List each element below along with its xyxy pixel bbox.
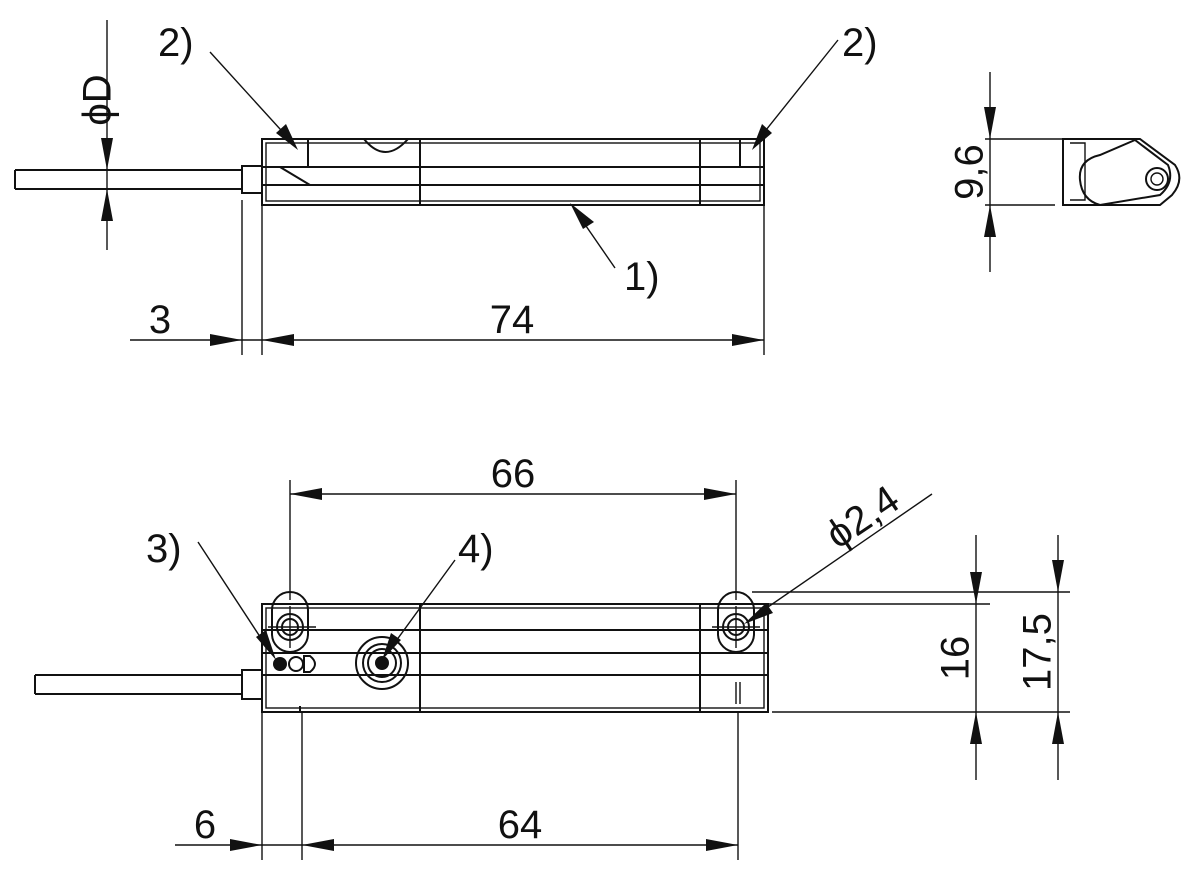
bottom-cable (34, 669, 263, 700)
dimension-16-label: 16 (934, 636, 978, 681)
hole-diameter-leader (744, 493, 933, 624)
dimension-74-label: 74 (490, 298, 535, 342)
callout-3-label: 3) (146, 527, 182, 571)
dimension-64-label: 64 (498, 803, 543, 847)
callout-1-leader (570, 203, 616, 269)
dimension-66 (289, 480, 737, 600)
cable-diameter-dimension (101, 20, 113, 250)
teach-button (355, 636, 409, 690)
right-mounting-hole (712, 591, 760, 653)
callout-2-right-leader (752, 39, 839, 150)
top-cable (14, 165, 263, 194)
dimension-3-74 (130, 200, 765, 355)
hole-diameter-label: ϕ2,4 (818, 477, 907, 557)
callout-2-left-label: 2) (158, 21, 194, 65)
left-mounting-hole (268, 591, 316, 653)
top-sensor-body (261, 138, 765, 206)
callout-1-label: 1) (624, 255, 660, 299)
dimension-3-label: 3 (149, 298, 171, 342)
led-indicators (273, 655, 316, 673)
dimension-17-5-label: 17,5 (1016, 613, 1060, 691)
callout-4-label: 4) (458, 527, 494, 571)
cable-diameter-label: ϕD (76, 74, 120, 125)
dimension-16-17-5 (752, 535, 1070, 780)
callout-2-left-leader (209, 51, 298, 150)
dimension-66-label: 66 (491, 452, 536, 496)
dimension-6-64 (175, 712, 739, 860)
dimension-9-6-label: 9,6 (948, 144, 992, 200)
callout-4-leader (382, 559, 456, 660)
bottom-sensor-body (261, 603, 769, 713)
bottom-view: 3) 4) 66 ϕ2,4 (34, 452, 1070, 860)
side-profile (1062, 138, 1181, 207)
dimension-9-6 (984, 72, 1063, 272)
dimension-6-label: 6 (194, 803, 216, 847)
callout-3-leader (197, 541, 276, 660)
side-view: 9,6 (948, 72, 1181, 272)
top-view: ϕD 2) 2) 1) 3 74 (14, 20, 878, 355)
callout-2-right-label: 2) (842, 21, 878, 65)
